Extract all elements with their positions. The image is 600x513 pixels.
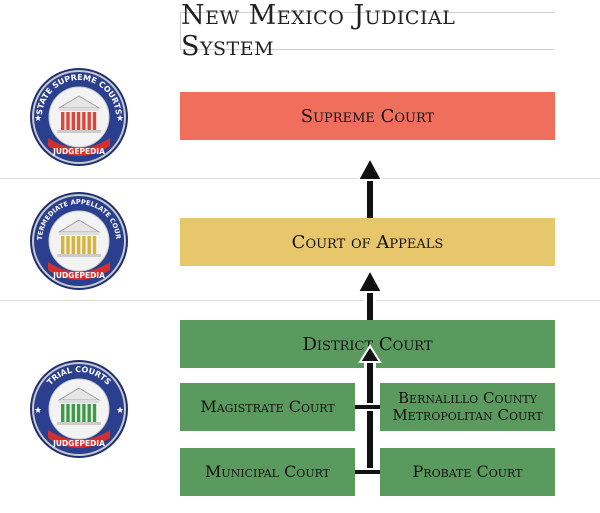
svg-text:★: ★ — [34, 114, 42, 124]
seal-column — [87, 404, 91, 422]
seal-column — [66, 112, 70, 130]
seal-column — [76, 236, 81, 254]
seal-column — [71, 236, 75, 254]
municipal-court-box: Municipal Court — [180, 448, 355, 496]
seal-column — [66, 404, 70, 422]
tier-divider — [0, 178, 600, 179]
seal-column — [71, 112, 75, 130]
seal-column — [61, 404, 65, 422]
seal-column — [76, 112, 81, 130]
seal-column — [92, 236, 97, 254]
district-court-box: District Court — [180, 320, 555, 368]
bernalillo-line-1: Bernalillo County — [398, 389, 537, 407]
seal-bottom-text: JUDGEPEDIA — [52, 439, 105, 448]
bernalillo-line-2: Metropolitan Court — [392, 406, 543, 424]
arrow-appeals-to-supreme — [356, 155, 384, 218]
seal-column — [92, 404, 97, 422]
seal-column — [82, 236, 86, 254]
probate-court-box: Probate Court — [380, 448, 555, 496]
trial-courts-seal-icon: TRIAL COURTS JUDGEPEDIA ★ ★ — [30, 360, 128, 458]
supreme-courts-seal-icon: STATE SUPREME COURTS JUDGEPEDIA ★ ★ — [30, 68, 128, 166]
seal-column — [82, 112, 86, 130]
seal-bottom-text: JUDGEPEDIA — [52, 271, 105, 280]
bernalillo-metropolitan-court-box: Bernalillo County Metropolitan Court — [380, 383, 555, 431]
svg-text:★: ★ — [34, 406, 42, 416]
seal-column — [61, 236, 65, 254]
seal-bottom-text: JUDGEPEDIA — [52, 147, 105, 156]
seal-column — [92, 112, 97, 130]
seal-column — [87, 112, 91, 130]
page-title: New Mexico Judicial System — [180, 0, 554, 62]
court-of-appeals-box: Court of Appeals — [180, 218, 555, 266]
seal-column — [87, 236, 91, 254]
svg-text:★: ★ — [116, 114, 124, 124]
arrow-district-to-appeals — [356, 267, 384, 320]
magistrate-court-box: Magistrate Court — [180, 383, 355, 431]
appellate-courts-seal-icon: INTERMEDIATE APPELLATE COURTS JUDGEPEDIA — [28, 190, 128, 290]
supreme-court-box: Supreme Court — [180, 92, 555, 140]
seal-column — [71, 404, 75, 422]
seal-column — [61, 112, 65, 130]
svg-text:★: ★ — [116, 406, 124, 416]
seal-column — [76, 404, 81, 422]
seal-column — [82, 404, 86, 422]
seal-column — [66, 236, 70, 254]
tier-divider — [0, 300, 600, 301]
